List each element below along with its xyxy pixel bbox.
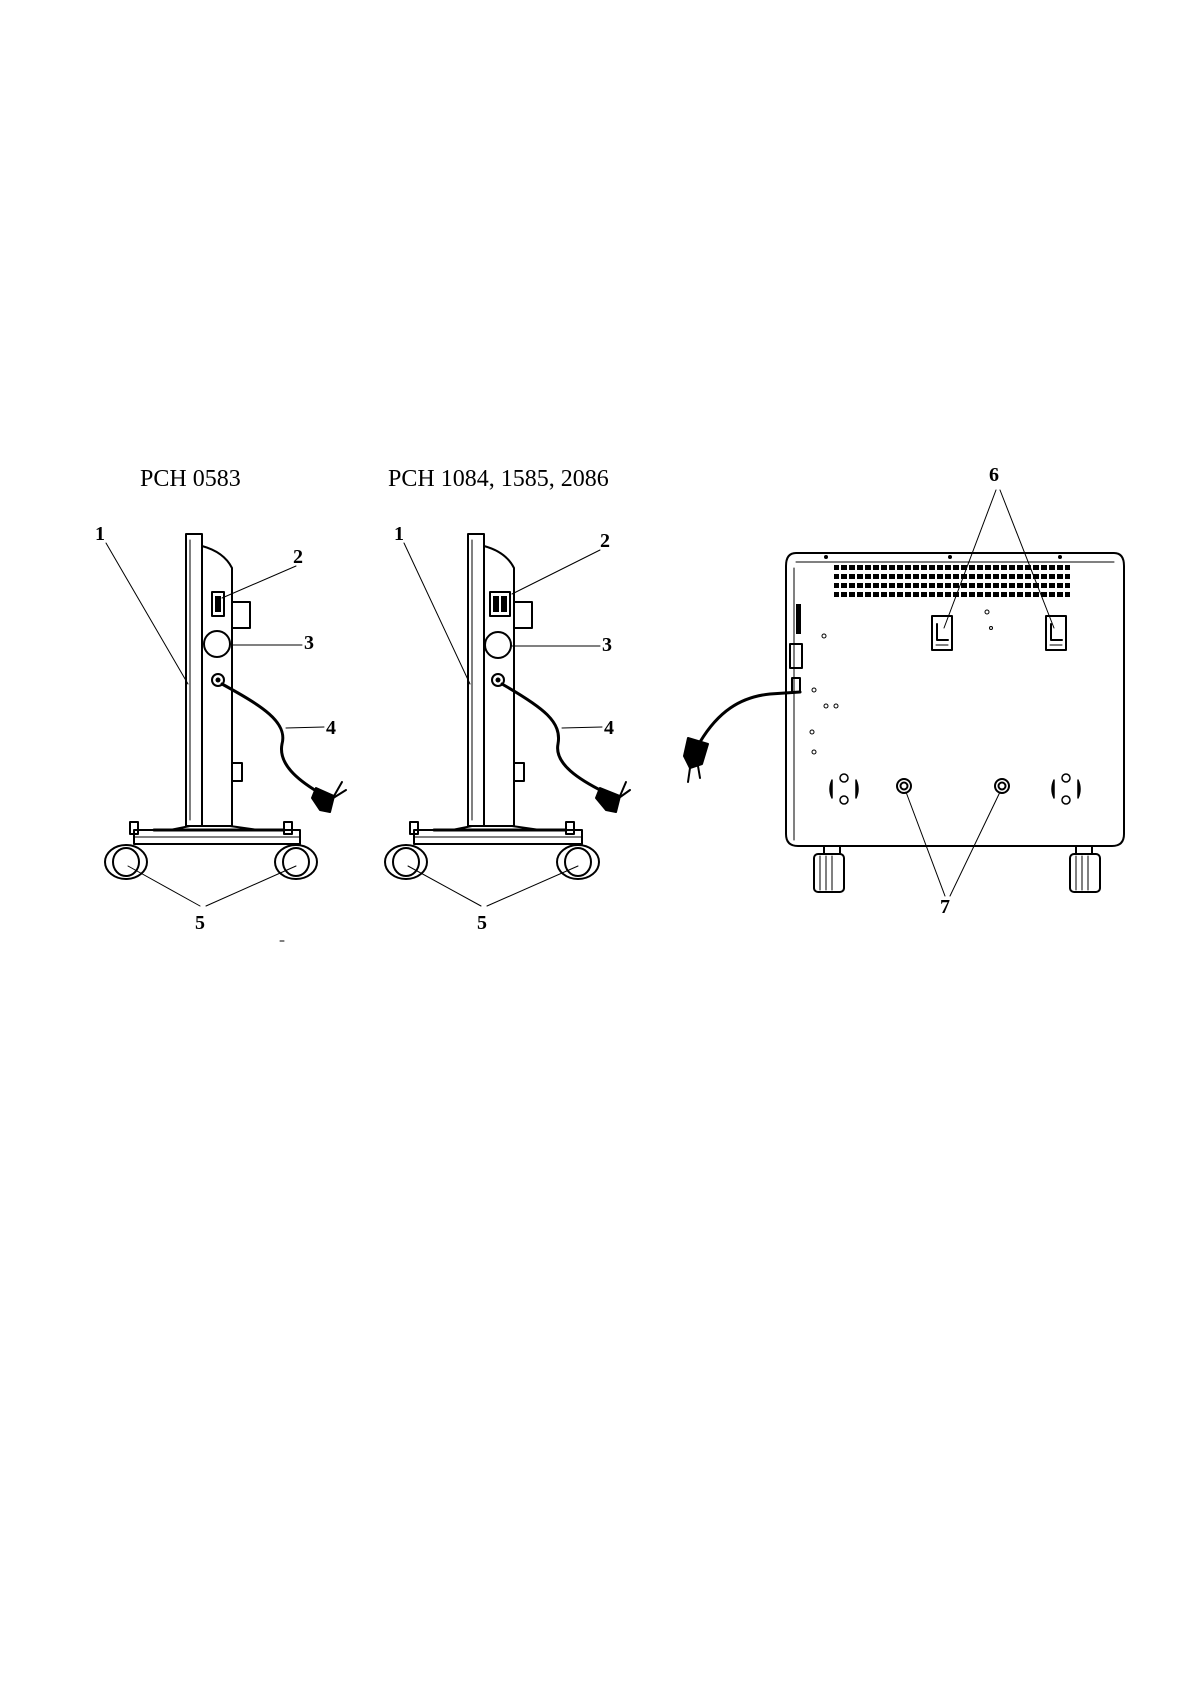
wheel-a-right xyxy=(275,845,317,879)
wheel-b-right xyxy=(557,845,599,879)
plug-rear xyxy=(684,738,708,782)
knob-a xyxy=(204,631,230,657)
power-cord-b xyxy=(502,684,604,792)
front-panel-a xyxy=(186,534,202,826)
caster-right xyxy=(1070,846,1100,892)
fixing-point-right xyxy=(995,779,1009,793)
front-panel-b xyxy=(468,534,484,826)
plug-b xyxy=(596,782,630,812)
knob-b xyxy=(485,632,511,658)
bracket-b xyxy=(514,602,532,628)
bracket-a xyxy=(232,602,250,628)
caster-left xyxy=(814,846,844,892)
power-cord-a xyxy=(222,684,318,792)
caster-mount-right xyxy=(1052,774,1080,804)
fixing-point-left xyxy=(897,779,911,793)
side-view-small xyxy=(105,534,346,906)
side-view-large xyxy=(385,534,630,906)
wall-bracket-right xyxy=(1046,616,1066,650)
rear-view xyxy=(684,490,1124,896)
wheel-b-left xyxy=(385,845,427,879)
caster-mount-left xyxy=(830,774,858,804)
plug-a xyxy=(312,782,346,812)
wheel-a-left xyxy=(105,845,147,879)
wall-bracket-left xyxy=(932,616,952,650)
